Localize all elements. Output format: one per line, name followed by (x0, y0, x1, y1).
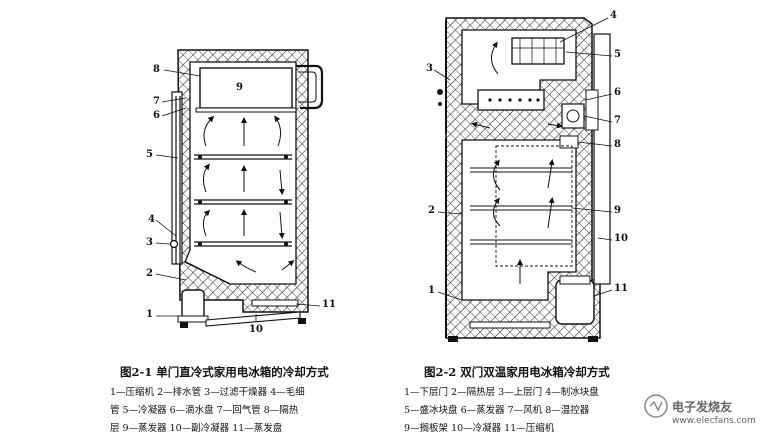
right-label-1: 1 (428, 285, 435, 296)
right-label-7: 7 (614, 115, 621, 126)
right-label-3: 3 (426, 63, 433, 74)
right-label-10: 10 (614, 233, 628, 244)
watermark-logo (644, 394, 668, 418)
watermark-text: 电子发烧友 (672, 400, 733, 414)
airflow-arrows (202, 115, 295, 273)
right-legend-line-3: 9—搁板架 10—冷凝器 11—压缩机 (404, 423, 555, 434)
left-caption: 图2-1 单门直冷式家用电冰箱的冷却方式 (120, 365, 329, 379)
watermark-url: www.elecfans.com (672, 416, 756, 426)
fan (561, 103, 585, 129)
left-label-1: 1 (146, 309, 153, 320)
compressor (555, 279, 595, 325)
left-legend-line-3: 层 9—蒸发器 10—副冷凝器 11—蒸发盘 (110, 423, 283, 434)
right-caption: 图2-2 双门双温家用电冰箱冷却方式 (424, 365, 610, 379)
right-legend-line-2: 5—盛冰块盘 6—蒸发器 7—风机 8—温控器 (404, 405, 590, 416)
drip-tray (185, 261, 231, 285)
airflow-arrows (471, 41, 563, 284)
left-label-11: 11 (322, 299, 336, 310)
left-label-7: 7 (153, 96, 160, 107)
door-handle (437, 89, 443, 95)
single-door-refrigerator (155, 49, 324, 328)
shelves (470, 167, 572, 245)
left-label-9: 9 (236, 82, 243, 93)
right-label-8: 8 (614, 139, 621, 150)
evaporating-tray (251, 299, 299, 307)
door (171, 91, 183, 265)
compressor (181, 289, 205, 319)
ice-tray (511, 37, 565, 65)
left-label-4: 4 (148, 214, 155, 225)
left-legend-line-1: 1—压缩机 2—排水管 3—过滤干燥器 4—毛细 (110, 387, 305, 398)
left-legend-line-2: 管 5—冷凝器 6—滴水盘 7—回气管 8—隔热 (110, 405, 299, 416)
left-label-10: 10 (249, 324, 263, 335)
right-label-11: 11 (614, 283, 628, 294)
left-label-6: 6 (153, 110, 160, 121)
left-label-8: 8 (153, 64, 160, 75)
left-label-5: 5 (146, 149, 153, 160)
shelves (194, 154, 292, 247)
evaporator (199, 67, 293, 109)
right-label-2: 2 (428, 205, 435, 216)
right-label-4: 4 (610, 10, 617, 21)
condenser (593, 33, 611, 285)
left-label-2: 2 (146, 268, 153, 279)
right-legend-line-1: 1—下层门 2—隔热层 3—上层门 4—制冰块盘 (404, 387, 599, 398)
filter-dryer (169, 239, 179, 249)
two-door-refrigerator (433, 17, 613, 342)
left-label-3: 3 (146, 237, 153, 248)
return-pipe (296, 64, 324, 110)
right-label-5: 5 (614, 49, 621, 60)
right-label-9: 9 (614, 205, 621, 216)
right-label-6: 6 (614, 87, 621, 98)
shelf-rack (495, 145, 573, 267)
